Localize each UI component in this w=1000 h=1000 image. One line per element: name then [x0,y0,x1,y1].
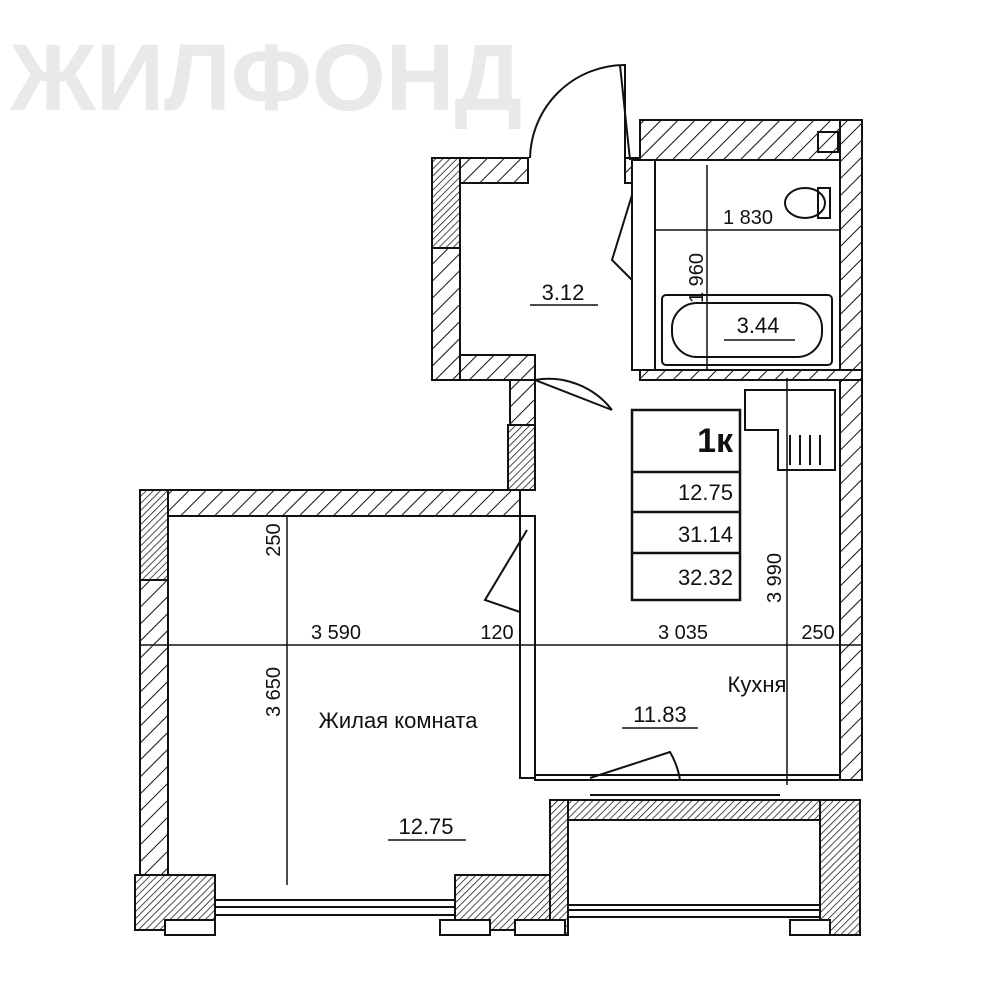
bathtub-icon [661,294,833,366]
living-area-value: 12.75 [678,480,733,505]
vent-icon [817,131,839,153]
watermark: ЖИЛФОНД [9,25,522,131]
dim-living-width: 3 590 [311,622,361,644]
fixtures [215,63,839,911]
dimension-lines [140,165,862,885]
bathroom-door [610,194,633,281]
toilet-icon [784,187,826,219]
dim-living-depth: 3 650 [263,667,285,717]
dim-bath-depth: 1 960 [686,253,708,303]
kitchen-name: Кухня [728,672,787,697]
living-room-area: 12.75 [398,814,453,839]
dim-kitchen-width: 3 035 [658,622,708,644]
kitchen-area: 11.83 [633,702,686,727]
living-room-name: Жилая комната [319,708,479,733]
balcony-door [589,750,681,781]
hall-door [534,377,613,411]
dim-living-wall: 250 [263,523,285,556]
total-area-value: 32.32 [678,565,733,590]
area-no-balcony-value: 31.14 [678,522,733,547]
hall-area: 3.12 [542,280,585,305]
bathroom-area: 3.44 [737,313,780,338]
apartment-type: 1к [697,422,734,460]
walls [134,119,863,936]
dim-kitchen-wall: 250 [801,622,834,644]
dim-bath-width: 1 830 [723,207,773,229]
living-door [483,529,528,613]
dim-kitchen-depth: 3 990 [764,553,786,603]
entrance-door-swing [529,63,626,159]
summary-table [630,408,742,602]
sink-icon [744,389,836,471]
dim-partition: 120 [480,622,513,644]
